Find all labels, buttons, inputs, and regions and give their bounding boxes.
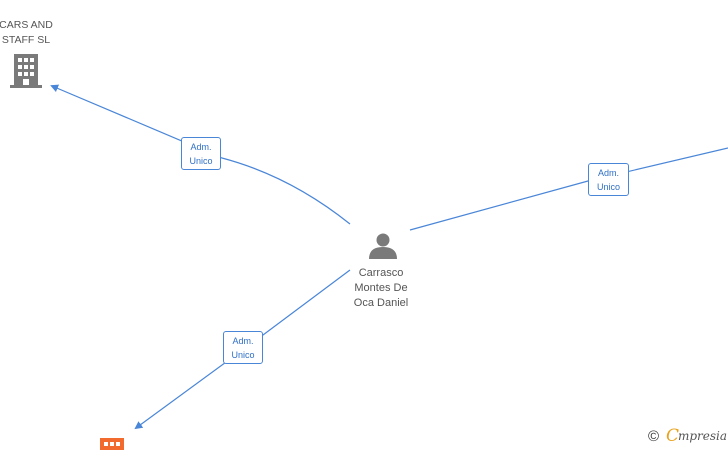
building-icon[interactable] <box>100 438 124 450</box>
relation-badge: Adm. Unico <box>588 163 629 196</box>
person-name-line: Carrasco <box>358 267 404 279</box>
copyright-icon: © <box>648 428 660 445</box>
person-name-line: Montes De <box>354 282 408 294</box>
relation-role: Adm. <box>232 336 254 346</box>
company-name-line: STAFF SL <box>1 34 51 46</box>
person-label[interactable]: Carrasco Montes De Oca Daniel <box>336 266 426 311</box>
relation-badge: Adm. Unico <box>181 137 221 170</box>
relation-type: Unico <box>231 350 255 360</box>
edge-to-bottom-company <box>134 269 351 430</box>
relation-type: Unico <box>596 182 620 192</box>
person-icon[interactable] <box>369 233 397 260</box>
brand-logo-initial: C <box>666 426 680 446</box>
building-icon[interactable] <box>10 54 42 88</box>
company-label[interactable]: CARS AND STAFF SL <box>0 18 66 48</box>
relation-badge: Adm. Unico <box>223 331 263 364</box>
edge-to-cars-and-staff <box>50 84 351 225</box>
relation-role: Adm. <box>597 168 619 178</box>
edge-to-right-company <box>409 147 728 231</box>
relation-type: Unico <box>189 156 213 166</box>
person-name-line: Oca Daniel <box>353 297 409 309</box>
company-name-line: CARS AND <box>0 19 53 31</box>
brand-logo-text: mpresia <box>678 429 728 443</box>
relation-role: Adm. <box>190 142 212 152</box>
